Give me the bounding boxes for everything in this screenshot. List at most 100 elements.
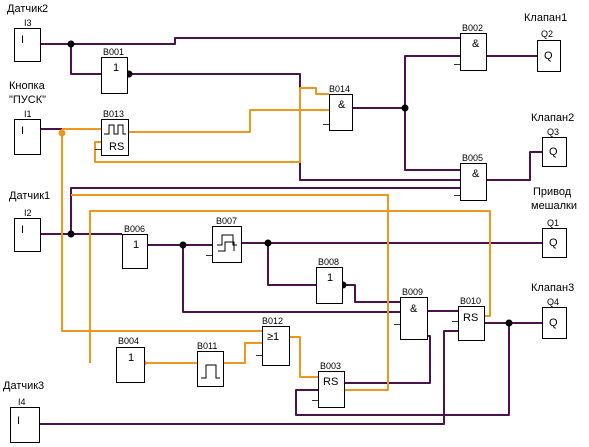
block-b001-name: B001: [103, 47, 125, 57]
wire-i4-out: [40, 330, 458, 425]
block-b006: 1: [122, 234, 148, 269]
wire-loop-b003: [71, 194, 389, 391]
block-b013-symbol: RS: [109, 141, 125, 153]
block-b012: ≥1: [262, 326, 290, 366]
wire-i2-up: [70, 187, 460, 234]
block-b006-name: B006: [124, 224, 146, 234]
input-i1-name: I1: [24, 109, 32, 119]
input-i2: I: [14, 218, 41, 252]
input-i4-symbol: I: [17, 415, 21, 427]
pin-stub: [95, 149, 101, 150]
wire-b011-to-b012: [224, 342, 262, 364]
label-klapan2: Клапан2: [531, 112, 575, 124]
label-datchik1: Датчик1: [9, 190, 51, 202]
block-b014-name: B014: [329, 84, 351, 94]
pulse-icon: [104, 124, 126, 135]
pin-stub: [206, 255, 212, 256]
output-q3-symbol: Q: [549, 146, 558, 158]
block-b013: RS: [101, 119, 129, 156]
block-b005-name: B005: [462, 153, 484, 163]
block-b004-symbol: 1: [128, 352, 135, 364]
output-q2-symbol: Q: [544, 50, 553, 62]
wire-b014-down: [404, 108, 460, 171]
block-b001: 1: [101, 57, 128, 94]
block-b012-symbol: ≥1: [267, 331, 280, 343]
output-q3-name: Q3: [547, 127, 560, 137]
junction-dot: [58, 129, 66, 137]
output-q1: Q: [542, 228, 567, 258]
block-b008-symbol: 1: [327, 272, 334, 284]
block-b007-name: B007: [216, 216, 238, 226]
pin-stub: [394, 324, 400, 325]
output-q4-name: Q4: [547, 297, 560, 307]
label-datchik3: Датчик3: [3, 380, 45, 392]
block-b003-name: B003: [320, 361, 342, 371]
pin-stub: [312, 400, 318, 401]
input-i1-symbol: I: [21, 125, 25, 137]
wire-i3-to-b001: [70, 44, 101, 75]
off-delay-icon: [201, 364, 220, 379]
label-privod: Привод: [533, 186, 572, 198]
block-b001-symbol: 1: [113, 62, 120, 74]
block-b003-symbol: RS: [323, 376, 339, 388]
input-i3-symbol: I: [21, 34, 25, 46]
input-i3: I: [14, 28, 41, 62]
wire-b007-to-b008: [267, 243, 316, 286]
block-b007: [212, 226, 242, 263]
output-q1-name: Q1: [547, 218, 560, 228]
pin-stub: [256, 355, 262, 356]
output-q3: Q: [542, 137, 567, 167]
input-i3-name: I3: [24, 18, 32, 28]
wire-b013-to-b014: [129, 109, 329, 133]
pin-stub: [454, 64, 460, 65]
junction-dot: [264, 239, 272, 247]
block-b009: &: [400, 297, 428, 340]
block-b006-symbol: 1: [133, 239, 140, 251]
label-meshalki: мешалки: [531, 200, 577, 212]
block-b010-symbol: RS: [463, 312, 479, 324]
wire-b012-to-b003: [290, 336, 318, 378]
wire-b014-out: [353, 55, 460, 109]
block-b010: RS: [458, 306, 485, 341]
wire-start-bus: [61, 129, 262, 332]
block-b005: &: [460, 163, 487, 201]
block-b011: [197, 351, 224, 387]
block-b008-name: B008: [318, 257, 340, 267]
pin-stub: [323, 124, 329, 125]
input-i1: I: [14, 119, 41, 155]
output-q2: Q: [537, 40, 561, 72]
output-q4: Q: [542, 307, 567, 339]
pin-stub: [452, 321, 458, 322]
wire-i3-out: [41, 37, 460, 45]
wire-b006-branch: [182, 245, 400, 313]
output-q1-symbol: Q: [549, 237, 558, 249]
wire-feedback-right: [89, 210, 491, 363]
junction-dot: [401, 104, 409, 112]
input-i4-name: I4: [18, 397, 26, 407]
wire-b005-out: [487, 151, 542, 181]
block-b002-name: B002: [462, 23, 484, 33]
label-klapan1: Клапан1: [524, 12, 568, 24]
block-b014: &: [329, 94, 353, 131]
wire-b008-out: [343, 284, 400, 303]
block-b010-name: B010: [460, 296, 482, 306]
block-b012-name: B012: [262, 316, 284, 326]
block-b005-symbol: &: [472, 168, 480, 180]
input-i4: I: [10, 407, 40, 443]
aux-wires: [61, 87, 491, 391]
label-klapan3: Клапан3: [531, 282, 575, 294]
junction-dot: [67, 230, 75, 238]
main-wires: [40, 37, 542, 425]
block-b004: 1: [116, 347, 145, 383]
junction-dot: [505, 319, 513, 327]
label-pusk: "ПУСК": [9, 94, 47, 106]
label-datchik2: Датчик2: [7, 3, 49, 15]
pin-stub: [454, 195, 460, 196]
output-q4-symbol: Q: [549, 317, 558, 329]
block-b002: &: [460, 33, 487, 71]
block-b011-name: B011: [197, 341, 218, 351]
block-b003: RS: [318, 371, 345, 408]
junction-dot: [179, 241, 187, 249]
